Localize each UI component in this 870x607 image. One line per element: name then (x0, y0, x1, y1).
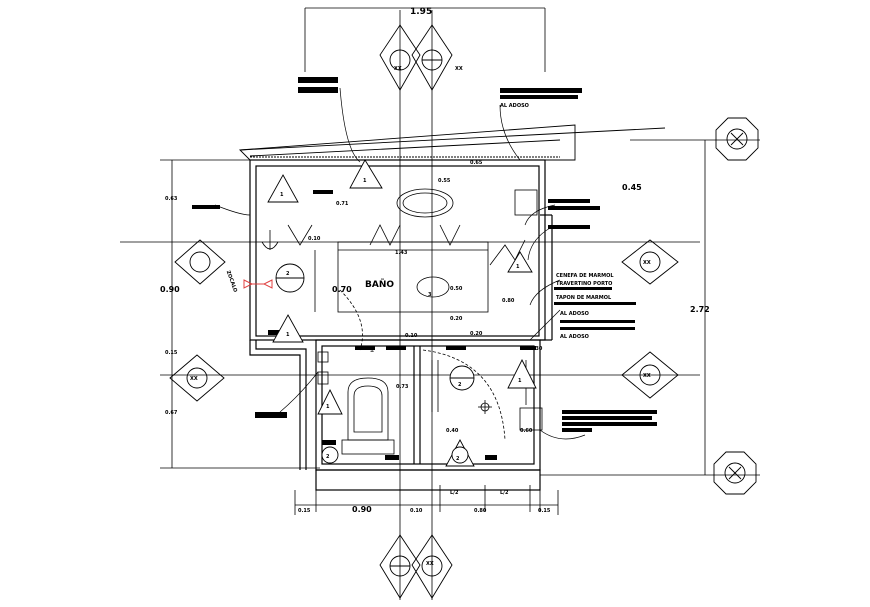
section-triangles (267, 159, 537, 467)
note-zocalo: ZOCALO (225, 270, 238, 293)
section-num-9: 1 (326, 404, 330, 410)
octagon-marker-bottom (713, 451, 757, 495)
bubble-right-lower (621, 351, 679, 399)
section-num-8: 2 (456, 456, 460, 462)
bubble-bottom-left (379, 534, 421, 599)
fixtures (261, 188, 543, 455)
dim-bottom-right-edge: 0.15 (538, 508, 551, 514)
dim-073: 0.73 (396, 384, 409, 390)
drawing-text: BAÑO 1.95 2.72 0.45 0.63 0.90 0.15 0.67 … (160, 7, 710, 567)
bubble-code-top-left: XX (394, 66, 402, 72)
dim-040: 0.40 (446, 428, 459, 434)
dim-left-lower: 0.67 (165, 410, 178, 416)
bubble-left-upper (174, 239, 226, 285)
dim-total-height: 2.72 (690, 305, 710, 314)
bubble-code-right-lower: XX (643, 373, 651, 379)
bubble-code-bottom-right: XX (426, 561, 434, 567)
dim-right-upper: 0.45 (622, 183, 642, 192)
bubble-left-lower (169, 354, 225, 402)
dim-020-b: 0.20 (470, 331, 483, 337)
dim-010-b: 0.10 (405, 333, 418, 339)
dim-071: 0.71 (336, 201, 349, 207)
grid-bubbles (169, 24, 759, 599)
dim-055: 0.55 (438, 178, 451, 184)
roof-canopy (238, 124, 666, 161)
bubble-code-left-lower: XX (190, 376, 198, 382)
section-num-7: 1 (518, 378, 522, 384)
bubble-right-upper (621, 239, 679, 285)
section-num-1: 1 (280, 192, 284, 198)
dim-143: 1.43 (395, 250, 408, 256)
dim-010-a: 0.10 (308, 236, 321, 242)
dim-050: 0.50 (450, 286, 463, 292)
dim-080: 0.80 (502, 298, 515, 304)
dim-020-a: 0.20 (450, 316, 463, 322)
section-num-5: 1 (286, 332, 290, 338)
dim-room-height: 0.70 (332, 285, 352, 294)
dim-half-right: L/2 (500, 490, 509, 496)
note-cenefa-2: TRAVERTINO PORTO (556, 281, 612, 287)
dim-half-left: L/2 (450, 490, 459, 496)
bubble-code-right-upper: XX (643, 260, 651, 266)
note-bars (192, 77, 657, 460)
section-num-3: 1 (363, 178, 367, 184)
dim-065: 0.65 (470, 160, 483, 166)
bubble-code-top-right: XX (455, 66, 463, 72)
bubble-top-right (411, 24, 453, 91)
section-num-4: 3 (428, 292, 432, 298)
dim-left-small: 0.15 (165, 350, 178, 356)
dim-bottom-left: 0.90 (352, 505, 372, 514)
section-num-11: 2 (326, 454, 330, 460)
dim-left-mid: 0.90 (160, 285, 180, 294)
section-num-10: 1 (516, 264, 520, 270)
dim-left-upper: 0.63 (165, 196, 178, 202)
note-al-adoso-top: AL ADOSO (500, 103, 529, 109)
note-cenefa-1: CENEFA DE MARMOL (556, 273, 614, 279)
dim-060: 0.60 (520, 428, 533, 434)
note-al-adoso-low: AL ADOSO (560, 334, 589, 340)
dim-top-width: 1.95 (410, 7, 432, 17)
level-marker: ± (370, 348, 374, 354)
room-name: BAÑO (365, 279, 394, 290)
dim-bottom-mid: 0.10 (410, 508, 423, 514)
dim-bottom-right: 0.80 (474, 508, 487, 514)
dim-030: 0.30 (530, 346, 543, 352)
walls (249, 159, 553, 491)
section-num-2: 2 (286, 271, 290, 277)
dim-bottom-left-edge: 0.15 (298, 508, 311, 514)
octagon-marker-top (715, 117, 759, 161)
bubble-bottom-right (411, 534, 453, 599)
section-num-6: 2 (458, 382, 462, 388)
bubble-top-left (379, 24, 421, 91)
axis-lines (120, 7, 760, 600)
note-al-adoso-mid: AL ADOSO (560, 311, 589, 317)
red-marker (243, 279, 273, 289)
note-tapon: TAPON DE MARMOL (556, 295, 612, 301)
